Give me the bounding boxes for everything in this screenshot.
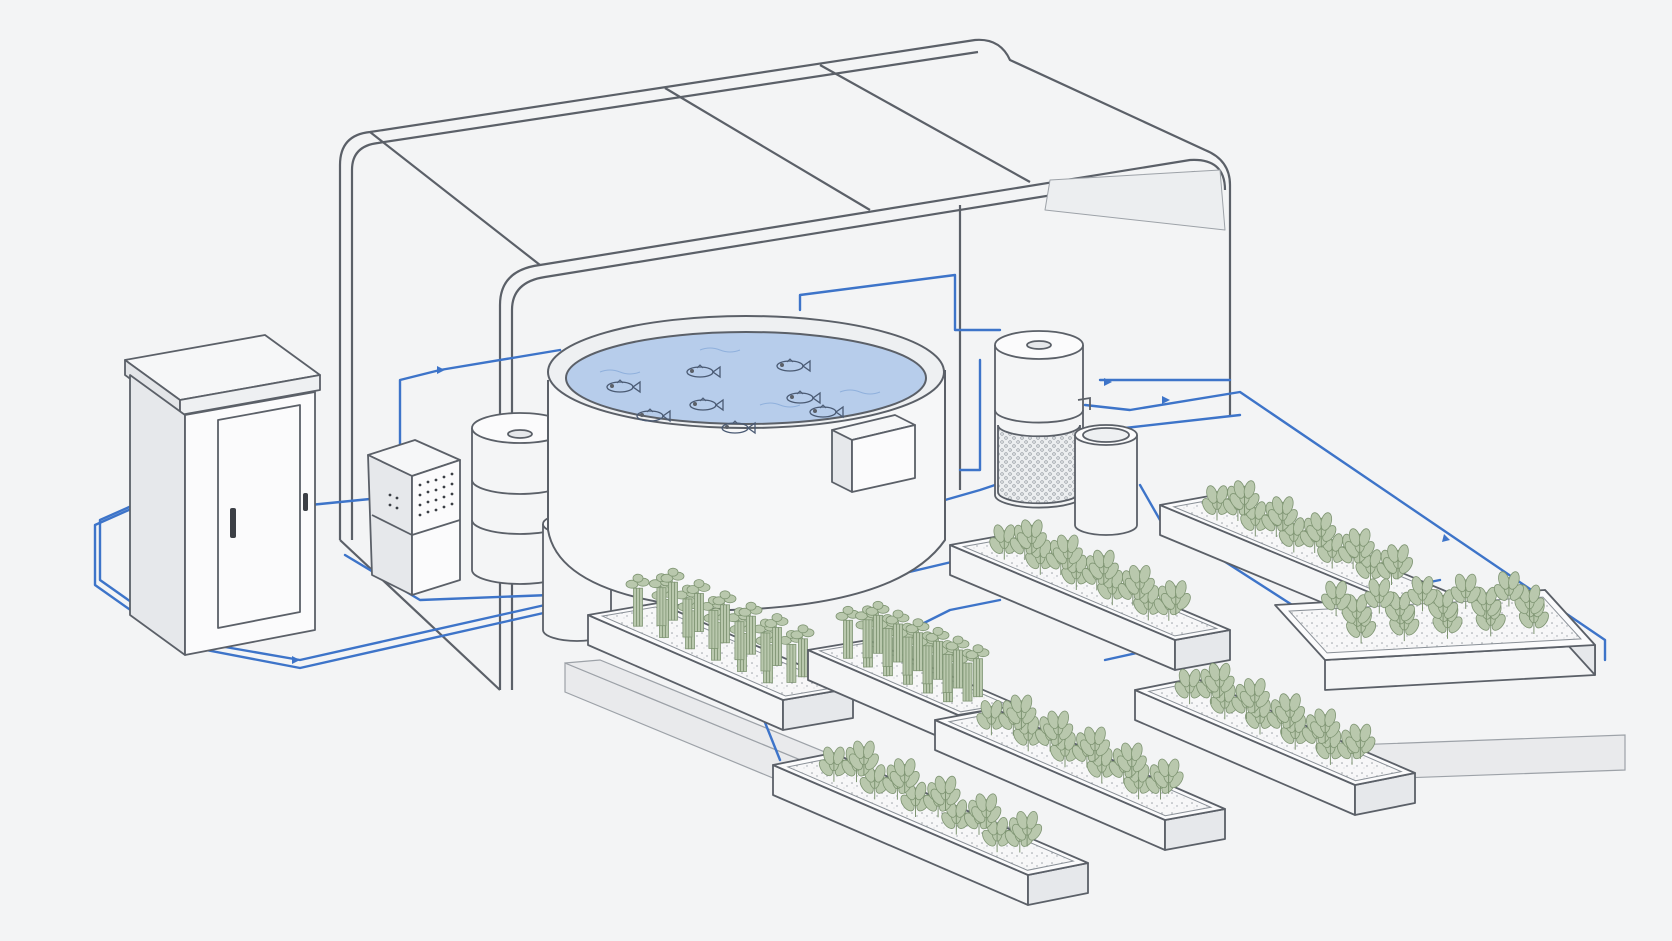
plant-icon bbox=[818, 746, 849, 782]
plant-icon bbox=[1239, 678, 1270, 714]
plant-icon bbox=[1471, 586, 1502, 623]
fish-icon bbox=[776, 358, 811, 373]
shade-canopy bbox=[338, 38, 1232, 691]
plant-icon bbox=[925, 626, 950, 680]
fish-icon bbox=[606, 379, 641, 394]
fish-icon bbox=[689, 397, 724, 412]
plant-icon bbox=[1006, 694, 1037, 730]
plant-icon bbox=[1275, 693, 1305, 729]
plant-icon bbox=[1124, 565, 1155, 601]
plant-icon bbox=[1174, 668, 1205, 705]
plant-icon bbox=[945, 635, 970, 689]
electrical-cabinet[interactable] bbox=[124, 334, 321, 656]
plant-icon bbox=[1016, 519, 1047, 555]
plant-icon bbox=[738, 601, 763, 655]
grow-bed[interactable] bbox=[772, 740, 1089, 906]
plant-icon bbox=[1043, 710, 1074, 746]
fish-school bbox=[606, 358, 844, 435]
plant-icon bbox=[686, 579, 711, 632]
plant-icon bbox=[965, 644, 990, 698]
grow-bed[interactable] bbox=[587, 567, 854, 731]
plant-icon bbox=[764, 613, 789, 666]
plant-icon bbox=[905, 618, 930, 672]
plant-icon bbox=[971, 793, 1002, 829]
sump-tank[interactable] bbox=[1074, 424, 1138, 536]
plant-icon bbox=[1153, 758, 1184, 794]
grow-bed[interactable] bbox=[1134, 662, 1416, 816]
plant-icon bbox=[1204, 662, 1235, 699]
water-ripples bbox=[599, 347, 881, 408]
plant-icon bbox=[1450, 573, 1481, 609]
plant-icon bbox=[1267, 496, 1298, 532]
plant-icon bbox=[1428, 589, 1459, 625]
plant-icon bbox=[660, 567, 685, 621]
plant-icon bbox=[1321, 580, 1352, 616]
grow-bed[interactable] bbox=[949, 519, 1231, 671]
plant-icon bbox=[1345, 723, 1376, 759]
plant-icon bbox=[1080, 726, 1110, 762]
plant-icon bbox=[835, 605, 860, 659]
plant-icon bbox=[1383, 544, 1413, 580]
grow-bed[interactable] bbox=[934, 694, 1226, 851]
plant-icon bbox=[1344, 528, 1375, 564]
plant-icon bbox=[1407, 576, 1438, 612]
fish-icon bbox=[636, 408, 671, 423]
plant-icon bbox=[1052, 534, 1083, 570]
plant-icon bbox=[1306, 512, 1337, 548]
plant-icon bbox=[1310, 708, 1341, 744]
plant-icon bbox=[900, 781, 931, 817]
plant-icon bbox=[712, 590, 737, 644]
plant-icon bbox=[1012, 811, 1043, 847]
fish-icon bbox=[786, 390, 821, 405]
plant-icon bbox=[727, 607, 751, 661]
junction-box[interactable] bbox=[831, 414, 916, 493]
plant-icon bbox=[885, 609, 910, 663]
plant-icon bbox=[1088, 549, 1119, 585]
plant-icon bbox=[625, 573, 650, 627]
plant-icon bbox=[1364, 578, 1395, 614]
vent-grid bbox=[388, 472, 454, 517]
plant-icon bbox=[1116, 742, 1147, 778]
fish-icon bbox=[686, 364, 721, 379]
plant-icon bbox=[1493, 571, 1524, 607]
control-box[interactable] bbox=[367, 439, 461, 596]
flow-arrows bbox=[292, 366, 1450, 664]
fish-icon bbox=[809, 404, 844, 419]
plant-icon bbox=[930, 775, 961, 811]
grow-bed[interactable] bbox=[1274, 571, 1596, 691]
plant-icon bbox=[848, 740, 879, 776]
biofilter[interactable] bbox=[994, 330, 1091, 509]
grow-beds bbox=[587, 480, 1596, 906]
fish-icon bbox=[721, 420, 756, 435]
plant-icon bbox=[790, 624, 815, 678]
plant-icon bbox=[1229, 480, 1260, 516]
plant-icon bbox=[865, 600, 890, 654]
plant-icon bbox=[1160, 580, 1191, 616]
plant-icon bbox=[889, 758, 920, 794]
